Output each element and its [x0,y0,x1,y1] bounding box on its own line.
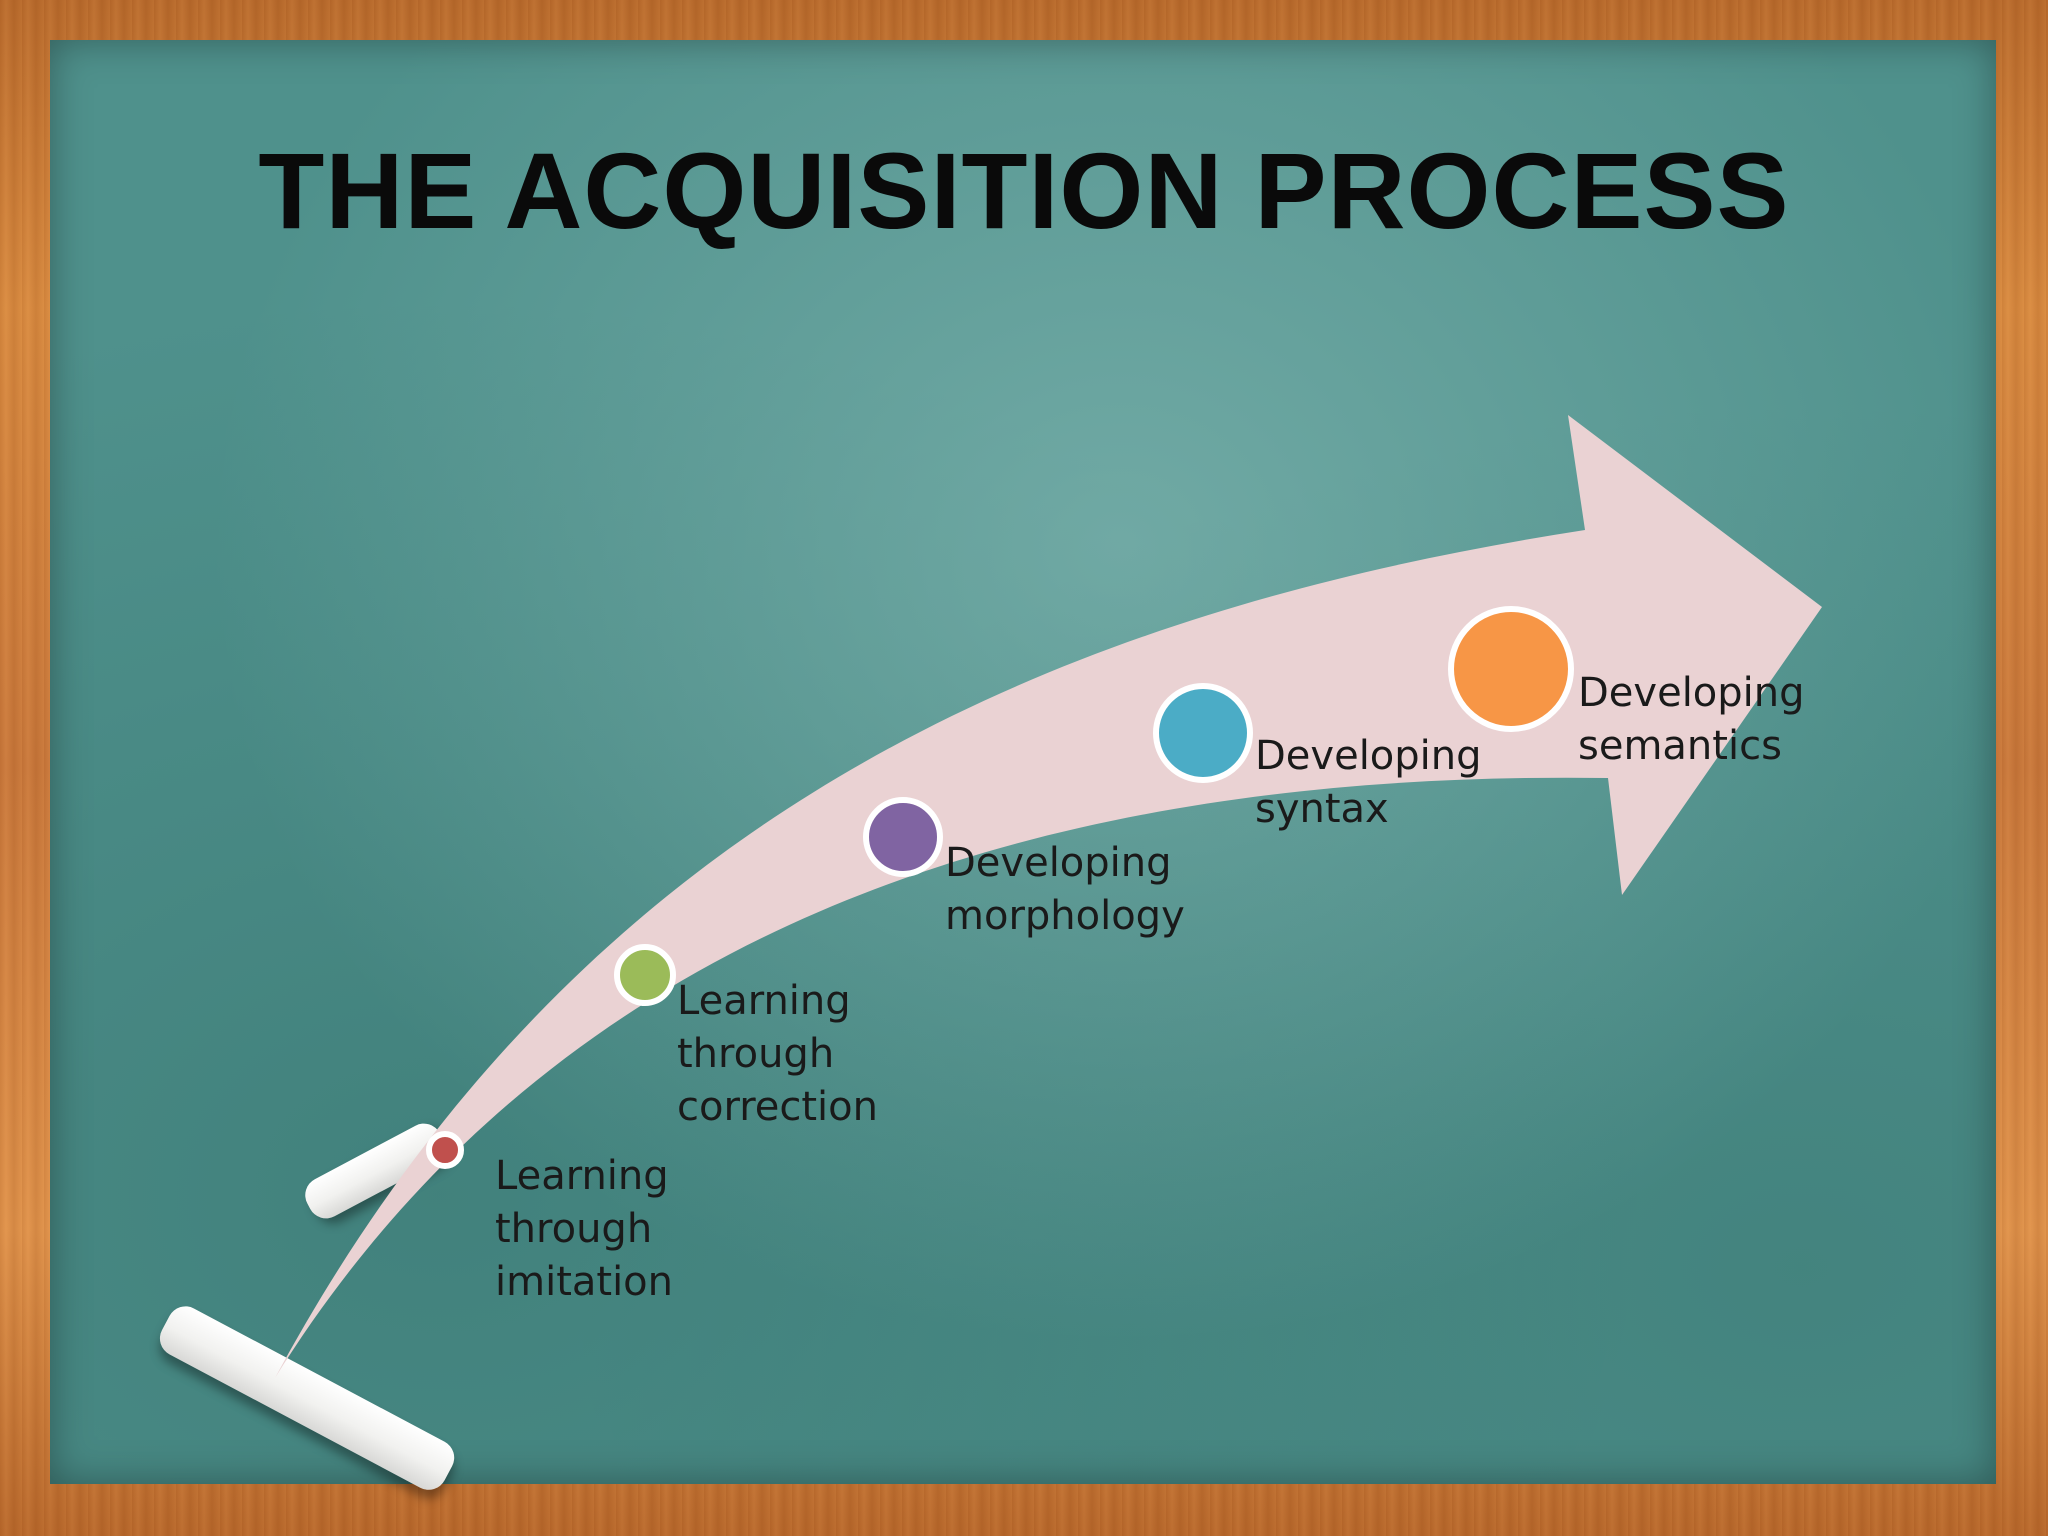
stage-marker-imitation [426,1131,464,1169]
stage-marker-semantics [1448,606,1574,732]
stage-marker-syntax [1153,683,1253,783]
stage-label-morphology: Developing morphology [945,840,1185,939]
stage-label-syntax: Developing syntax [1255,733,1482,832]
process-arrow [275,415,1822,1378]
stage-marker-correction [614,944,676,1006]
slide-title: THE ACQUISITION PROCESS [258,130,1790,251]
stage-markers [426,606,1574,1169]
stage-marker-morphology [863,797,943,877]
stage-label-imitation: Learning through imitation [495,1153,674,1305]
stage-label-semantics: Developing semantics [1578,670,1805,769]
stage-label-correction: Learning through correction [677,978,878,1130]
